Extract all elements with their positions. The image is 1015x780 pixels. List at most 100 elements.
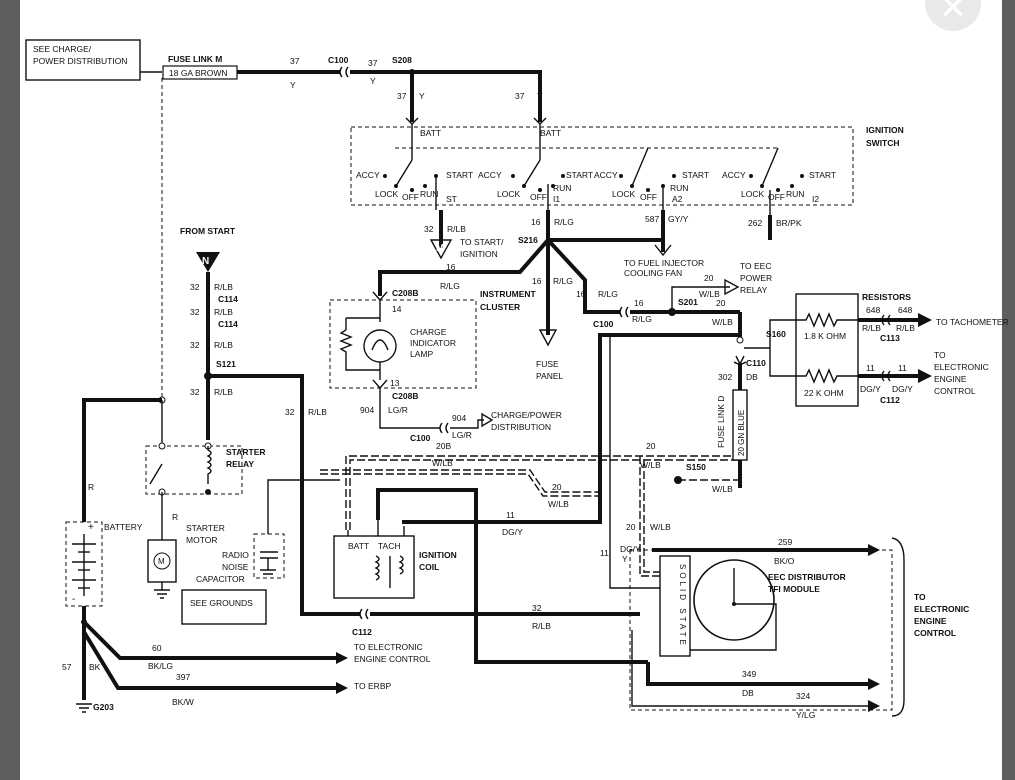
wire-32-color-b: R/LB (214, 307, 233, 317)
wire-11-color-c: DG/Y (860, 384, 881, 394)
off-2: OFF (530, 192, 547, 202)
wire-20-num-b: 20 (716, 298, 726, 308)
wire-11-num-c: 11 (866, 363, 875, 373)
wire-32-a: 32 (190, 282, 200, 292)
switch-section-2: ACCY LOCK OFF RUN START I1 (478, 159, 593, 210)
fuse-link-d-label: FUSE LINK D (716, 396, 726, 448)
wire-32-b: 32 (190, 307, 200, 317)
wire-20-color-e2: W/LB (650, 522, 671, 532)
starter-relay: STARTER RELAY (145, 400, 266, 496)
coil-tach: TACH (378, 541, 401, 551)
wire-37-num-a: 37 (290, 56, 300, 66)
off-4: OFF (768, 192, 785, 202)
wire-397-num: 397 (176, 672, 190, 682)
connector-n-letter: N (202, 256, 209, 267)
wire-16-color-d: R/LG (598, 289, 618, 299)
c114-b: C114 (218, 319, 238, 329)
c114-a: C114 (218, 294, 238, 304)
wire-324-color: Y/LG (796, 710, 815, 720)
wire-32-color-d: R/LB (214, 387, 233, 397)
s201-label: S201 (678, 297, 698, 307)
to-eec-left-1: TO ELECTRONIC (354, 642, 423, 652)
c208b-top: C208B (392, 288, 418, 298)
starter-motor: R M STARTER MOTOR (147, 492, 225, 599)
wire-32-color-e: R/LB (308, 407, 327, 417)
st-1: ST (446, 194, 457, 204)
fuse-link-d-wire: 20 GN BLUE (737, 410, 746, 456)
wire-20b-num: 20B (436, 441, 451, 451)
start-3: START (682, 170, 709, 180)
ignition-switch-label-2: SWITCH (866, 138, 900, 148)
wire-20-color-e: W/LB (712, 484, 733, 494)
wire-349-color: DB (742, 688, 754, 698)
wire-11-num-b: 11 (600, 548, 609, 558)
wire-11-num-d: 11 (898, 363, 907, 373)
ignition-switch: IGNITION SWITCH BATT BATT ACCY LOCK OFF … (350, 124, 904, 215)
battery-circuit: R + - BATTERY 57 BK G203 60 BK/LG TO ELE… (62, 398, 431, 713)
wire-904-color-a: LG/R (388, 405, 408, 415)
to-eec-right-4: CONTROL (934, 386, 976, 396)
to-eec-right-1: TO (934, 350, 946, 360)
battery-label: BATTERY (104, 522, 143, 532)
ignition-coil-2: COIL (419, 562, 439, 572)
accy-3: ACCY (594, 170, 618, 180)
wire-32-f: 32 (532, 603, 542, 613)
wire-32-color-a: R/LB (214, 282, 233, 292)
s150-label: S150 (686, 462, 706, 472)
starter-relay-2: RELAY (226, 459, 254, 469)
wire-11-color-b: DG/Y (620, 544, 641, 554)
wire-259-color: BK/O (774, 556, 795, 566)
switch-section-3: ACCY LOCK OFF RUN START A2 (594, 147, 709, 210)
charge-power-dist-1: CHARGE/POWER (491, 410, 562, 420)
radio-cap-3: CAPACITOR (196, 574, 245, 584)
accy-1: ACCY (356, 170, 380, 180)
eec-tfi-2: TFI MODULE (768, 584, 820, 594)
viewer-right-margin (1002, 0, 1015, 780)
ignition-coil: BATT TACH IGNITION COIL 11 DG/Y (333, 333, 740, 664)
wire-648-color-a: R/LB (862, 323, 881, 333)
starter-motor-1: STARTER (186, 523, 225, 533)
wire-904-color-b: LG/R (452, 430, 472, 440)
wire-324-num: 324 (796, 691, 810, 701)
wire-57-color: BK (89, 662, 101, 672)
wire-648-color-b: R/LB (896, 323, 915, 333)
to-eec-bottom-3: ENGINE (914, 616, 947, 626)
run-1: RUN (420, 189, 438, 199)
wire-13-num: 13 (390, 378, 400, 388)
charge-lamp-3: LAMP (410, 349, 433, 359)
to-eec-bottom-2: ELECTRONIC (914, 604, 969, 614)
run-4: RUN (786, 189, 804, 199)
resistor-1-label: 1.8 K OHM (804, 331, 846, 341)
wire-37-num-c: 37 (397, 91, 407, 101)
motor-m-symbol: M (158, 557, 165, 566)
wire-20-num-d: 20 (646, 441, 656, 451)
accy-2: ACCY (478, 170, 502, 180)
wire-16-color-e: R/LG (632, 314, 652, 324)
i2-label: I2 (812, 194, 819, 204)
i1-label: I1 (553, 194, 560, 204)
instrument-cluster-2: CLUSTER (480, 302, 520, 312)
wire-904-num-b: 904 (452, 413, 466, 423)
wire-20-color-a: W/LB (699, 289, 720, 299)
solid-state-label: SOLID STATE (678, 564, 687, 648)
wire-16-num-c: 16 (532, 276, 542, 286)
wire-32-color-c: R/LB (214, 340, 233, 350)
lock-3: LOCK (612, 189, 635, 199)
wire-37-color-a: Y (290, 80, 296, 90)
wire-16-color-b: R/LG (440, 281, 460, 291)
wire-648-num-a: 648 (866, 305, 880, 315)
to-fuel-injector-1: TO FUEL INJECTOR (624, 258, 704, 268)
wire-32-c: 32 (190, 340, 200, 350)
wire-587-color: GY/Y (668, 214, 689, 224)
fuse-link-m: FUSE LINK M 18 GA BROWN (140, 54, 238, 80)
c112-label-left: C112 (352, 627, 372, 637)
resistors: RESISTORS 1.8 K OHM 22 K OHM 648 648 R/L… (795, 292, 1009, 407)
to-tachometer-label: TO TACHOMETER (936, 317, 1009, 327)
from-start-circuit: FROM START N 32 R/LB C114 32 R/LB C114 3… (180, 226, 640, 637)
switch-section-1: ACCY LOCK OFF RUN START ST (356, 159, 473, 210)
wire-16-num-b: 16 (446, 262, 456, 272)
wire-20-num-a: 20 (704, 273, 714, 283)
wire-302-color: DB (746, 372, 758, 382)
wire-16-num-d: 16 (576, 289, 586, 299)
